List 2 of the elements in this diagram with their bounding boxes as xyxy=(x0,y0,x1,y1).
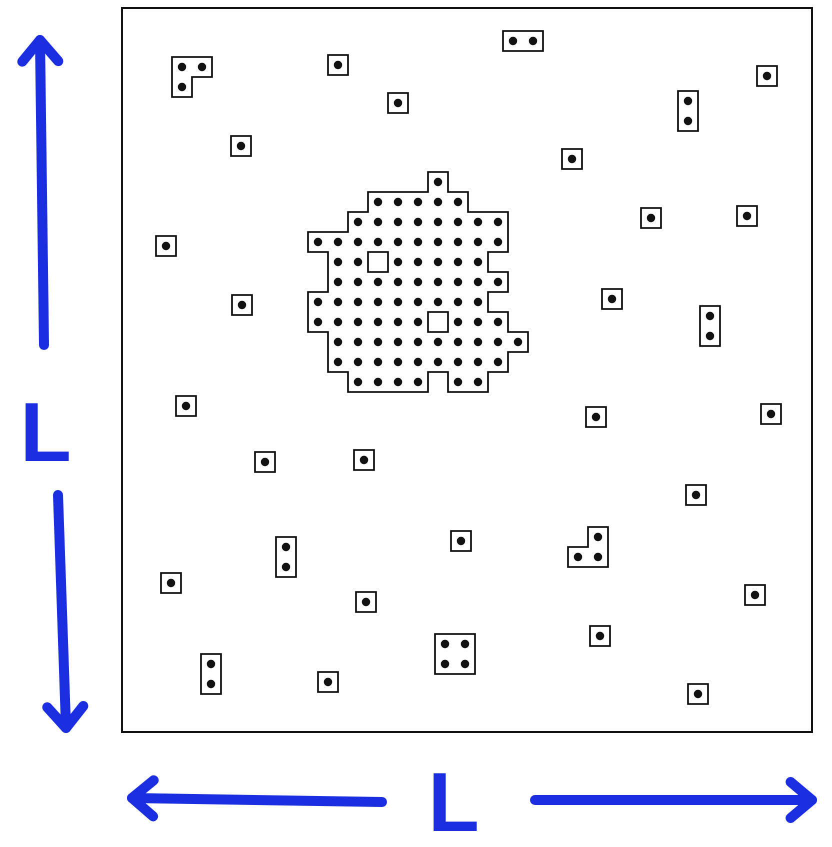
dimension-label: L xyxy=(20,390,72,474)
dimension-label: L xyxy=(428,760,480,844)
